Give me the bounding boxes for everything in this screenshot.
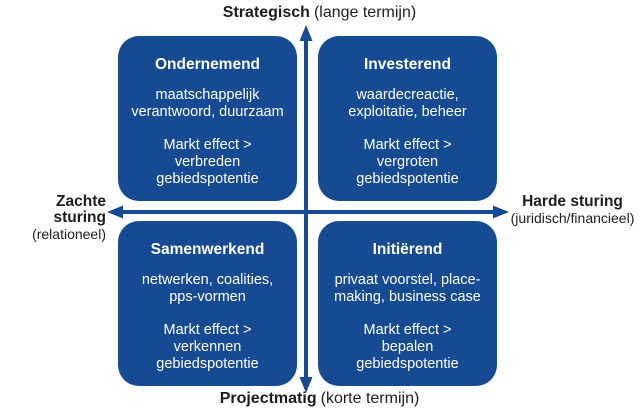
axis-label-harde-sturing: Harde sturing (juridisch/financieel) (506, 193, 639, 227)
axis-label-projectmatig: Projectmatig(korte termijn) (0, 390, 639, 408)
quadrant-ondernemend: Ondernemend maatschappelijk verantwoord,… (118, 36, 297, 201)
quadrant-title: Ondernemend (154, 56, 261, 73)
quadrant-investerend: Investerend waardecreactie, exploitatie,… (318, 36, 497, 201)
quadrant-description: maatschappelijk verantwoord, duurzaam (131, 87, 284, 120)
quadrant-market-effect: Markt effect > verbreden gebiedspotentie (156, 137, 259, 187)
quadrant-initierend: Initiërend privaat voorstel, place- maki… (318, 221, 497, 386)
axis-label-zachte-sturing-sub: (relationeel) (32, 226, 106, 242)
axis-label-strategisch-bold: Strategisch (222, 4, 310, 21)
quadrant-market-effect: Markt effect > bepalen gebiedspotentie (356, 322, 459, 372)
quadrant-title: Investerend (363, 56, 451, 73)
axis-label-zachte-sturing-bold: Zachte sturing (53, 193, 106, 226)
quadrant-samenwerkend: Samenwerkend netwerken, coalities, pps-v… (118, 221, 297, 386)
quadrant-description: netwerken, coalities, pps-vormen (141, 272, 274, 305)
vertical-axis-arrow (299, 25, 313, 393)
quadrant-market-effect: Markt effect > vergroten gebiedspotentie (356, 137, 459, 187)
quadrant-title: Initiërend (372, 241, 443, 258)
axis-label-projectmatig-bold: Projectmatig (219, 390, 317, 407)
axis-label-strategisch-sub: (lange termijn) (313, 4, 417, 21)
quadrant-market-effect: Markt effect > verkennen gebiedspotentie (156, 322, 259, 372)
quadrant-description: privaat voorstel, place- making, busines… (334, 272, 481, 305)
axis-label-strategisch: Strategisch(lange termijn) (0, 4, 639, 22)
quadrant-description: waardecreactie, exploitatie, beheer (348, 87, 467, 120)
axis-label-harde-sturing-sub: (juridisch/financieel) (510, 210, 635, 226)
horizontal-axis-arrow (107, 205, 509, 219)
axis-label-zachte-sturing: Zachte sturing (relationeel) (0, 193, 106, 243)
quadrant-title: Samenwerkend (150, 241, 265, 258)
axis-label-projectmatig-sub: (korte termijn) (320, 390, 420, 407)
axis-label-harde-sturing-bold: Harde sturing (522, 193, 623, 210)
